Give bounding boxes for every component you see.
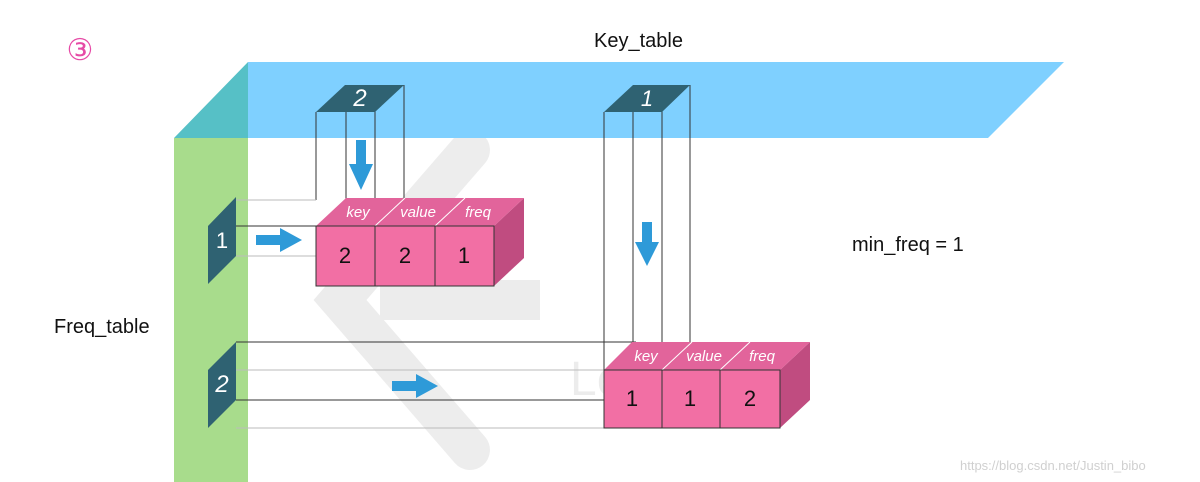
key-1-down-arrow	[635, 222, 659, 266]
node-key-2-cell-value: 2	[399, 243, 411, 268]
key-table-tag-2: 2	[316, 85, 404, 112]
freq-table-label: Freq_table	[54, 316, 150, 338]
node-key-1-cell-key: 1	[626, 386, 638, 411]
node-key-2-top	[316, 198, 524, 226]
key-2-down-arrow	[349, 140, 373, 190]
node-key-2-side	[494, 198, 524, 286]
freq-table-tag-2: 2	[208, 342, 236, 428]
node-key-1: key value freq 1 1 2	[603, 341, 810, 429]
key-table-label: Key_table	[594, 30, 683, 52]
node-key-1-header-freq: freq	[749, 348, 776, 365]
freq-table-tag-1-label: 1	[216, 228, 228, 253]
freq-2-right-arrow	[392, 374, 438, 398]
node-key-2-header-key: key	[346, 204, 371, 221]
key-table-tag-1-label: 1	[641, 86, 653, 111]
freq-table-tag-2-label: 2	[214, 371, 228, 398]
node-key-2-header-value: value	[400, 204, 436, 221]
node-key-1-cell-value: 1	[684, 386, 696, 411]
watermark-url: https://blog.csdn.net/Justin_bibo	[960, 458, 1146, 473]
key-table-tag-2-label: 2	[352, 85, 366, 112]
step-marker: ③	[67, 33, 94, 68]
node-key-1-top	[604, 342, 810, 370]
node-key-1-header-key: key	[634, 348, 659, 365]
freq-table-band	[174, 138, 248, 482]
key-projection-lines	[315, 85, 691, 370]
node-key-2-cell-freq: 1	[458, 243, 470, 268]
key-table-corner	[174, 62, 248, 138]
node-key-1-header-value: value	[686, 348, 722, 365]
node-key-1-front	[603, 369, 781, 429]
node-key-2: key value freq 2 2 1	[315, 197, 524, 287]
freq-table-tag-1: 1	[208, 197, 236, 284]
node-key-1-cell-freq: 2	[744, 386, 756, 411]
node-key-1-side	[780, 342, 810, 428]
freq-1-right-arrow	[256, 228, 302, 252]
freq-projection-lines	[236, 199, 636, 429]
node-key-2-front	[315, 225, 495, 287]
key-table-tag-1: 1	[604, 85, 690, 112]
node-key-2-cell-key: 2	[339, 243, 351, 268]
min-freq-label: min_freq = 1	[852, 234, 964, 256]
node-key-2-header-freq: freq	[465, 204, 492, 221]
